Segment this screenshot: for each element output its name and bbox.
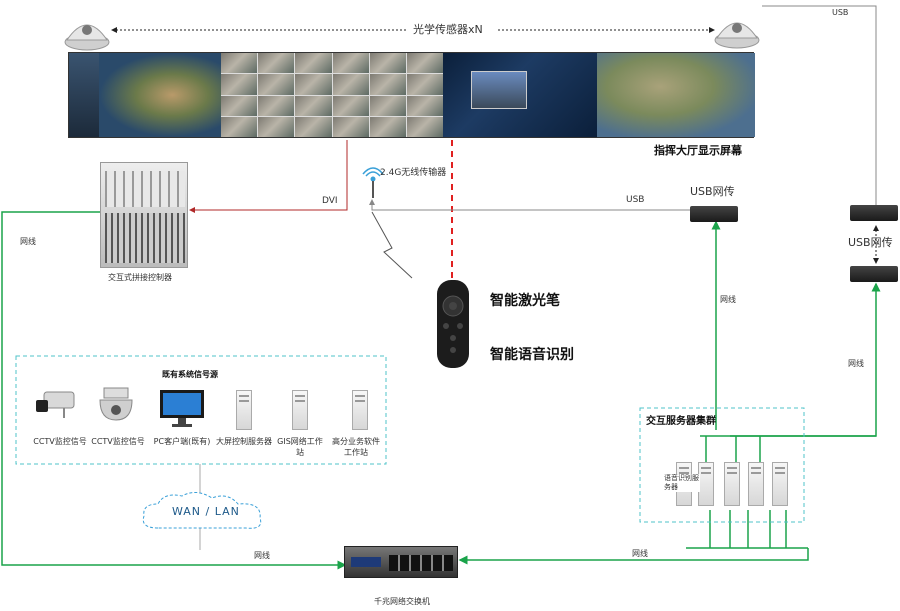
usb-mid-label: USB bbox=[626, 195, 645, 205]
usb-adapter-2-top bbox=[850, 205, 898, 221]
source-label-gis: GIS网络工作站 bbox=[277, 437, 323, 457]
source-label-cctv-1: CCTV监控信号 bbox=[33, 437, 87, 446]
gigabit-switch bbox=[344, 546, 458, 578]
usb-adapter-1 bbox=[690, 206, 738, 222]
cctv-bullet-camera-icon bbox=[36, 391, 75, 418]
voice-recognition-label: 智能语音识别 bbox=[490, 347, 574, 363]
display-panel-cctv-grid bbox=[221, 53, 443, 137]
server-tower-icon bbox=[748, 462, 764, 506]
network-left-label: 网线 bbox=[20, 237, 36, 246]
usb-adapter-1-label: USB网传 bbox=[690, 185, 735, 198]
server-tower-icon bbox=[352, 390, 368, 430]
switch-label: 千兆网络交换机 bbox=[374, 597, 430, 606]
usb-top-label: USB bbox=[832, 8, 849, 17]
server-cluster-title: 交互服务器集群 bbox=[646, 416, 716, 427]
display-panel-satellite-map bbox=[597, 53, 755, 137]
existing-sources-title: 既有系统信号源 bbox=[162, 370, 218, 379]
wan-lan-label: WAN / LAN bbox=[172, 505, 240, 518]
network-mid-label: 网线 bbox=[720, 295, 736, 304]
laser-pen-label: 智能激光笔 bbox=[490, 293, 560, 309]
wan-lan-cloud-icon bbox=[142, 492, 262, 529]
server-tower-icon bbox=[772, 462, 788, 506]
wireless-antenna-icon bbox=[362, 167, 384, 198]
optical-sensor-left-icon bbox=[64, 24, 110, 51]
existing-sources-box bbox=[15, 355, 387, 465]
server-tower-icon bbox=[292, 390, 308, 430]
network-bottom-right-label: 网线 bbox=[632, 549, 648, 558]
sensor-array-label: 光学传感器xN bbox=[413, 23, 483, 36]
server-tower-icon bbox=[724, 462, 740, 506]
server-tower-icon bbox=[698, 462, 714, 506]
server-cluster-box bbox=[639, 407, 805, 523]
splicing-controller bbox=[100, 162, 188, 268]
usb-mid-line bbox=[369, 199, 690, 211]
laser-pen-remote-icon bbox=[437, 280, 469, 368]
optical-sensor-right-icon bbox=[714, 22, 760, 49]
usb-top-line bbox=[762, 5, 877, 205]
display-panel-world-map bbox=[99, 53, 221, 137]
display-wall bbox=[68, 52, 755, 138]
controller-label: 交互式拼接控制器 bbox=[108, 273, 172, 282]
display-panel-sidebar bbox=[69, 53, 99, 137]
pc-monitor-icon bbox=[160, 390, 204, 427]
wireless-signal bbox=[371, 211, 413, 279]
dvi-label: DVI bbox=[322, 196, 338, 206]
network-left-line bbox=[1, 211, 347, 570]
voice-server-label: 语音识别服务器 bbox=[664, 474, 700, 492]
usb-adapter-2-label: USB网传 bbox=[848, 236, 893, 249]
network-bottom-left-label: 网线 bbox=[254, 551, 270, 560]
usb-adapter-2 bbox=[850, 266, 898, 282]
dvi-line bbox=[189, 140, 348, 213]
source-label-hd-workstation: 高分业务软件工作站 bbox=[332, 437, 380, 457]
source-label-pc: PC客户端(既有) bbox=[153, 437, 211, 446]
display-wall-label: 指挥大厅显示屏幕 bbox=[654, 144, 742, 157]
server-tower-icon bbox=[236, 390, 252, 430]
wireless-receiver-label: 2.4G无线传输器 bbox=[380, 168, 447, 178]
source-label-screen-server: 大屏控制服务器 bbox=[216, 437, 272, 446]
ptz-dome-camera-icon bbox=[99, 387, 133, 421]
network-right-label: 网线 bbox=[848, 359, 864, 368]
network-bottom-right-line bbox=[458, 548, 809, 565]
display-panel-video-inset bbox=[471, 71, 527, 109]
source-label-cctv-2: CCTV监控信号 bbox=[91, 437, 145, 446]
